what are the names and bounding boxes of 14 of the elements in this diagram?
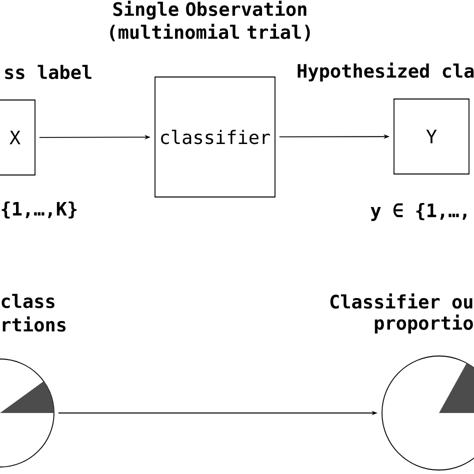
- node-label: {1,…,K}: [2, 201, 77, 219]
- node-heading: Hypothesized cla: [298, 62, 474, 82]
- pie-chart-drawing: [0, 358, 54, 468]
- node-label: Classifier ou: [330, 293, 472, 309]
- node-label: y ∈ {1,…,: [370, 203, 466, 221]
- node-heading: ss label: [5, 64, 92, 80]
- title: Single Observation (multinomial trial): [110, 0, 310, 42]
- node-label: class: [2, 294, 54, 308]
- node-label: rtions: [2, 316, 66, 332]
- process-box: X: [0, 100, 36, 176]
- process-box: classifier: [154, 76, 276, 198]
- pie-chart-drawing: [382, 356, 474, 470]
- node-label: proportio: [374, 314, 473, 334]
- process-box: Y: [394, 98, 470, 174]
